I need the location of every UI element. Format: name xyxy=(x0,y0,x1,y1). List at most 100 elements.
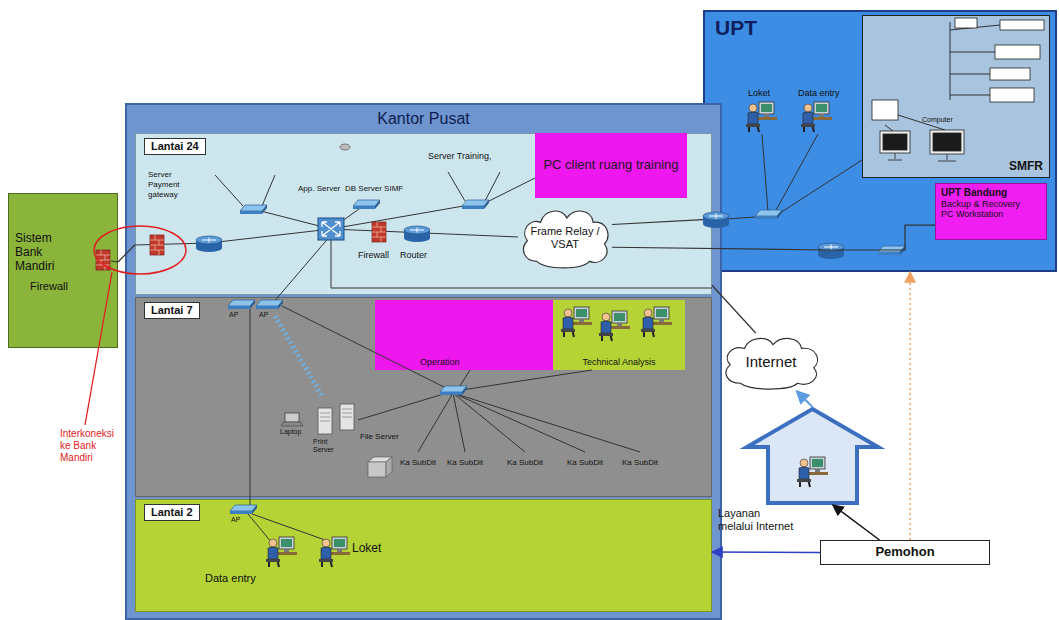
label-holder: Firewall xyxy=(30,280,68,293)
switch-icon xyxy=(755,210,782,219)
node-label: Lantai 24 xyxy=(144,138,206,155)
label-holder: Firewall xyxy=(358,250,389,260)
node-label: Lantai 7 xyxy=(144,302,200,319)
switch-icon xyxy=(878,246,905,255)
access-point-icon xyxy=(230,505,257,514)
router-icon xyxy=(196,236,222,252)
device-label: Router xyxy=(400,250,427,260)
node-label: Operation xyxy=(420,357,553,367)
node-label: Frame Relay / VSAT xyxy=(529,225,601,250)
person-icon xyxy=(641,307,672,337)
person-icon xyxy=(599,311,630,341)
device-label: Laptop xyxy=(280,428,301,436)
person-icon xyxy=(266,537,297,567)
node-label: Sistem Bank Mandiri xyxy=(15,232,67,273)
firewall-icon xyxy=(96,250,110,270)
label-holder: Ka SubDit xyxy=(567,458,603,467)
internet-service-house: Layanan melalui Internet xyxy=(745,407,880,505)
equipment-panel: SMFR xyxy=(862,15,1050,178)
house-outline xyxy=(745,407,880,505)
label-holder: Ka SubDit xyxy=(622,458,658,467)
device-label: AP xyxy=(231,516,240,524)
label-holder: Loket xyxy=(748,88,770,98)
device-label: Firewall xyxy=(30,280,68,293)
device-icon xyxy=(340,144,350,150)
house-shape xyxy=(747,409,878,503)
device-label: Print Server xyxy=(313,438,339,454)
network-link xyxy=(909,272,911,540)
interconnect-callout xyxy=(85,226,186,425)
device-label: Server Payment gateway xyxy=(148,170,190,200)
workstation-box-icon xyxy=(368,457,392,477)
network-link xyxy=(833,505,880,540)
device-label: File Server xyxy=(360,432,399,441)
node-label: UPT Bandung xyxy=(941,187,1041,199)
label-holder: AP xyxy=(259,311,268,319)
label-holder: Data entry xyxy=(798,88,840,98)
label-holder: Laptop xyxy=(280,428,301,436)
device-label: Ka SubDit xyxy=(507,458,543,467)
label-holder: Ka SubDit xyxy=(447,458,483,467)
server-icon xyxy=(340,404,354,430)
network-link xyxy=(712,285,756,333)
person-icon xyxy=(797,457,828,487)
switch-icon xyxy=(353,200,380,209)
smfr-equipment xyxy=(872,18,1044,161)
device-label: Loket xyxy=(352,542,381,556)
person-icon xyxy=(561,307,592,337)
network-wires xyxy=(111,22,1000,543)
node-label: Backup & Recovery xyxy=(941,199,1041,209)
person-icon xyxy=(801,102,832,132)
switch-icon xyxy=(440,386,467,395)
switch-icon xyxy=(462,200,489,209)
node-label: Internet xyxy=(746,353,797,370)
firewall-icon xyxy=(372,222,386,242)
label-holder: DB Server SIMF xyxy=(345,184,403,193)
firewall-icon xyxy=(150,235,164,255)
node-label: PC client ruang training xyxy=(543,158,678,173)
label-holder: Ka SubDit xyxy=(400,458,436,467)
label-holder: Loket xyxy=(352,542,381,556)
node-label: Kantor Pusat xyxy=(377,110,470,128)
device-label: Ka SubDit xyxy=(622,458,658,467)
switch-icon xyxy=(240,205,267,214)
label-holder: Ka SubDit xyxy=(507,458,543,467)
label-holder: App. Server xyxy=(298,184,340,193)
people-icons xyxy=(266,102,832,567)
device-label: Ka SubDit xyxy=(567,458,603,467)
label-holder: Print Server xyxy=(313,438,339,454)
label-holder: Server Training, xyxy=(428,151,492,161)
wireless-link xyxy=(275,316,322,396)
device-label: Data entry xyxy=(798,88,840,98)
node-label: UPT xyxy=(715,16,757,40)
device-icons xyxy=(96,144,905,514)
node-label: Lantai 2 xyxy=(144,504,200,521)
device-label: Interkoneksi ke Bank Mandiri xyxy=(60,428,122,464)
laptop-icon xyxy=(281,413,303,426)
router-icon xyxy=(703,212,729,228)
access-point-icon xyxy=(228,300,255,309)
router-icon xyxy=(404,226,430,242)
device-label: DB Server SIMF xyxy=(345,184,403,193)
room-box: PC client ruang training xyxy=(535,133,687,198)
node-label: SMFR xyxy=(1009,160,1043,174)
office-region: Kantor PusatLantai 24 PC client ruang tra… xyxy=(125,103,722,620)
room-box: Technical Analysis xyxy=(553,300,685,370)
node-label: PC Workstation xyxy=(941,209,1041,219)
label-holder: Interkoneksi ke Bank Mandiri xyxy=(60,428,122,464)
device-label: Data entry xyxy=(205,572,256,585)
network-link xyxy=(612,225,935,250)
applicant-box: Pemohon xyxy=(820,540,990,565)
device-label: App. Server xyxy=(298,184,340,193)
network-link xyxy=(118,245,135,262)
label-holder: AP xyxy=(229,311,238,319)
site-region: UPT SMFR UPT BandungBackup & RecoveryPC Wo… xyxy=(703,10,1057,272)
server-icon xyxy=(318,408,332,434)
network-cloud: Frame Relay / VSAT xyxy=(518,205,612,270)
label-holder: Data entry xyxy=(205,572,256,585)
floor-band: Lantai 24 PC client ruang trainingFrame R… xyxy=(135,133,712,295)
person-icon xyxy=(319,537,350,567)
cloud-shape xyxy=(726,338,817,389)
